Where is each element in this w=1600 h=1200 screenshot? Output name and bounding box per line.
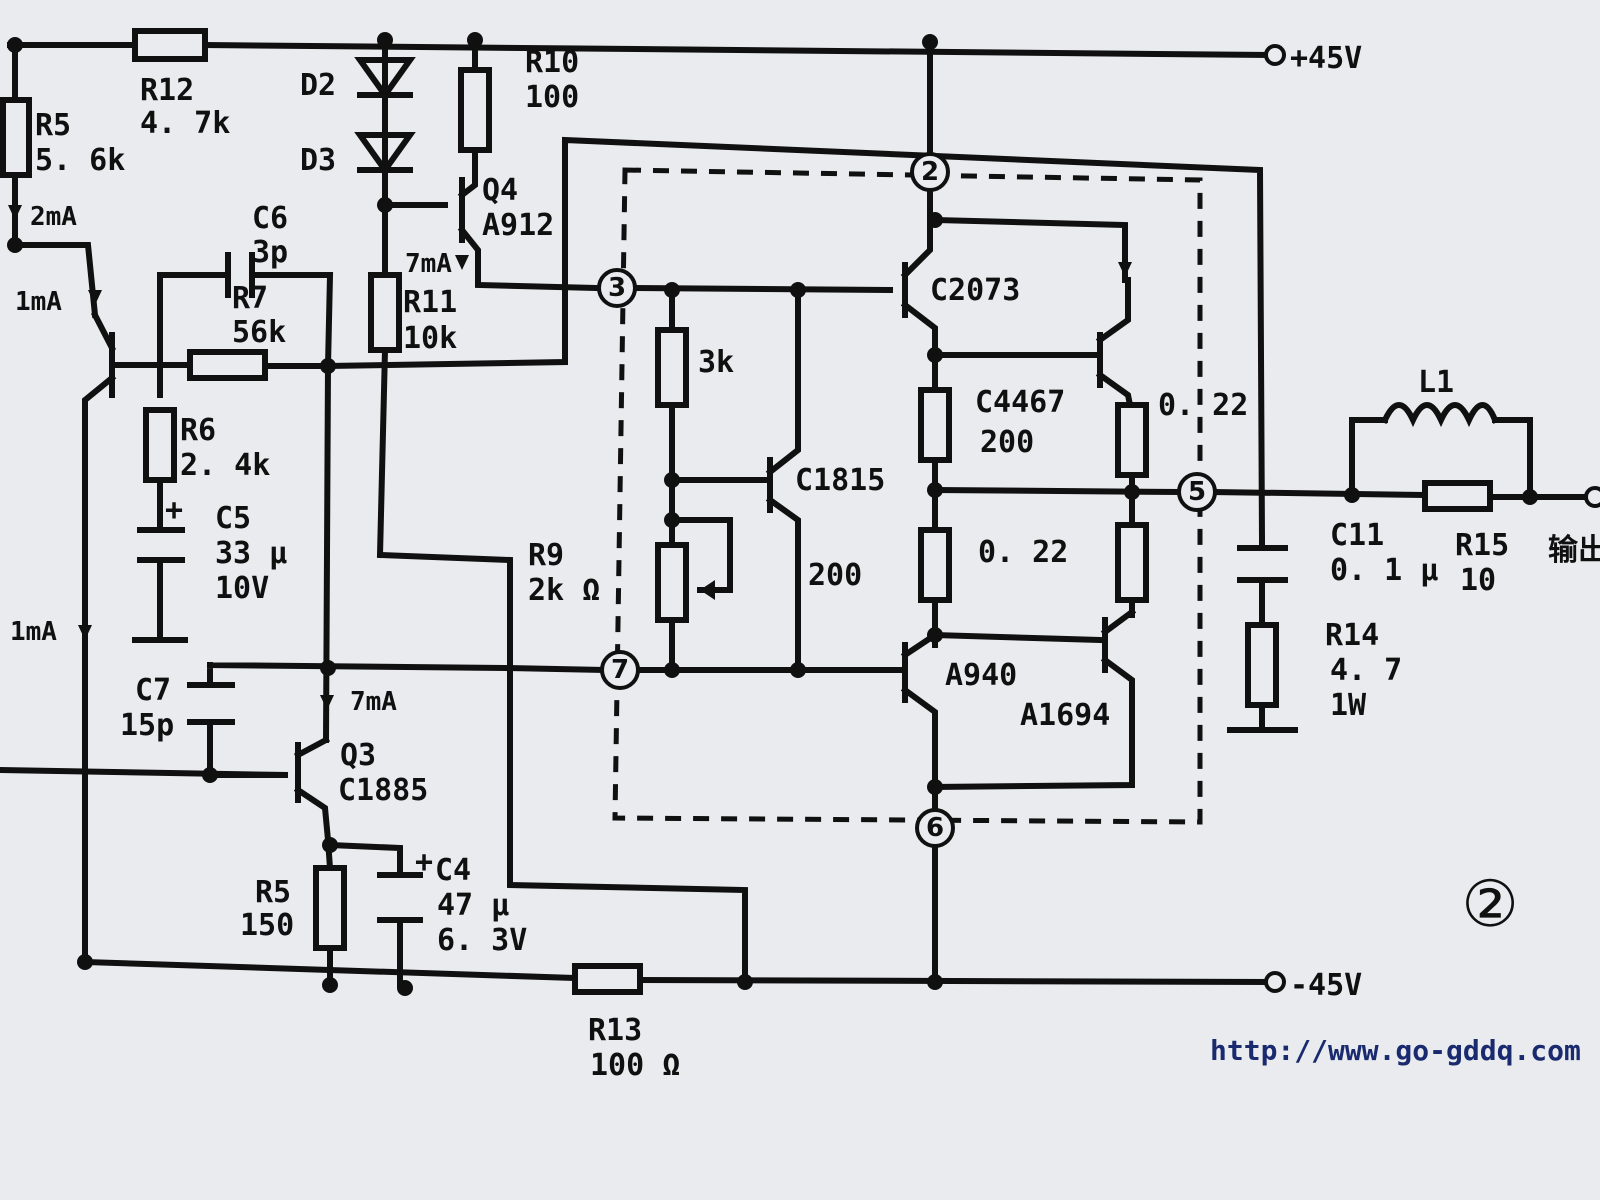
r14-value: 4. 7 — [1330, 653, 1402, 688]
q3-part: C1885 — [338, 773, 428, 808]
r-3k-value: 3k — [698, 345, 734, 380]
junction-dots — [7, 32, 1538, 996]
r12-value: 4. 7k — [140, 106, 230, 141]
r14-name: R14 — [1325, 618, 1379, 653]
c7-value: 15p — [120, 708, 174, 743]
r6-name: R6 — [180, 413, 216, 448]
node-6: 6 — [915, 808, 955, 848]
c4467-part: C4467 — [975, 385, 1065, 420]
pot-wiper-arrow-icon — [700, 580, 715, 600]
node-2-label: 2 — [921, 157, 939, 187]
current-7ma-q4-label: 7mA — [405, 249, 452, 279]
r9-name: R9 — [528, 538, 564, 573]
resistor-symbols — [0, 28, 1493, 995]
current-arrows — [8, 205, 1132, 710]
c1815-part: C1815 — [795, 463, 885, 498]
c2073-part: C2073 — [930, 273, 1020, 308]
d3-label: D3 — [300, 143, 336, 178]
node-6-label: 6 — [926, 813, 944, 843]
r9-value: 2k Ω — [528, 573, 600, 608]
c5-value: 33 μ — [215, 536, 287, 571]
capacitor-symbols — [137, 252, 1288, 923]
node-2: 2 — [910, 152, 950, 192]
r5-bottom-name: R5 — [255, 875, 291, 910]
c4-voltage: 6. 3V — [437, 923, 527, 958]
c5-name: C5 — [215, 501, 251, 536]
q4-name: Q4 — [482, 173, 518, 208]
r-022-top-value: 0. 22 — [1158, 388, 1248, 423]
r13-name: R13 — [588, 1013, 642, 1048]
c5-plus-sign: + — [165, 493, 183, 528]
r-200-driver-value: 200 — [980, 425, 1034, 460]
output-label: 输出 — [1548, 533, 1600, 568]
c4-name: C4 — [435, 853, 471, 888]
node-3-label: 3 — [608, 273, 626, 303]
terminals — [1264, 44, 1600, 993]
negative-supply-label: -45V — [1290, 968, 1362, 1003]
r15-name: R15 — [1455, 528, 1509, 563]
c11-name: C11 — [1330, 518, 1384, 553]
transistor-bars — [109, 177, 1108, 803]
diode-symbols — [354, 57, 416, 176]
r11-name: R11 — [403, 285, 457, 320]
d2-label: D2 — [300, 68, 336, 103]
r6-value: 2. 4k — [180, 448, 270, 483]
r7-value: 56k — [232, 315, 286, 350]
c6-name: C6 — [252, 201, 288, 236]
output-module-outline — [612, 167, 1203, 825]
r5-top-name: R5 — [35, 108, 71, 143]
c7-name: C7 — [135, 673, 171, 708]
current-2ma-label: 2mA — [30, 202, 77, 232]
node-5: 5 — [1177, 472, 1217, 512]
inductor-l1-symbol — [1381, 402, 1499, 428]
r10-value: 100 — [525, 80, 579, 115]
r-200-bias-value: 200 — [808, 558, 862, 593]
c11-value: 0. 1 μ — [1330, 553, 1438, 588]
r5-bottom-value: 150 — [240, 908, 294, 943]
r7-name: R7 — [232, 281, 268, 316]
c6-value: 3p — [252, 235, 288, 270]
node-3: 3 — [597, 268, 637, 308]
c5-voltage: 10V — [215, 571, 269, 606]
r-022-mid-value: 0. 22 — [978, 535, 1068, 570]
a940-part: A940 — [945, 658, 1017, 693]
positive-supply-label: +45V — [1290, 41, 1362, 76]
r13-value: 100 Ω — [590, 1048, 680, 1083]
l1-name: L1 — [1418, 365, 1454, 400]
c4-value: 47 μ — [437, 888, 509, 923]
current-7ma-q3-label: 7mA — [350, 687, 397, 717]
node-7-label: 7 — [611, 655, 629, 685]
r5-top-value: 5. 6k — [35, 143, 125, 178]
r10-name: R10 — [525, 45, 579, 80]
current-1ma-top-label: 1mA — [15, 287, 62, 317]
r11-value: 10k — [403, 321, 457, 356]
node-7: 7 — [600, 650, 640, 690]
watermark-url: http://www.go-gddq.com — [1210, 1034, 1581, 1067]
r15-value: 10 — [1460, 563, 1496, 598]
node-5-label: 5 — [1188, 477, 1206, 507]
r12-name: R12 — [140, 73, 194, 108]
a1694-part: A1694 — [1020, 698, 1110, 733]
current-1ma-left-label: 1mA — [10, 617, 57, 647]
q4-part: A912 — [482, 208, 554, 243]
q3-name: Q3 — [340, 738, 376, 773]
c4-plus-sign: + — [415, 845, 433, 880]
r14-power: 1W — [1330, 688, 1367, 723]
figure-number: ② — [1461, 868, 1518, 942]
